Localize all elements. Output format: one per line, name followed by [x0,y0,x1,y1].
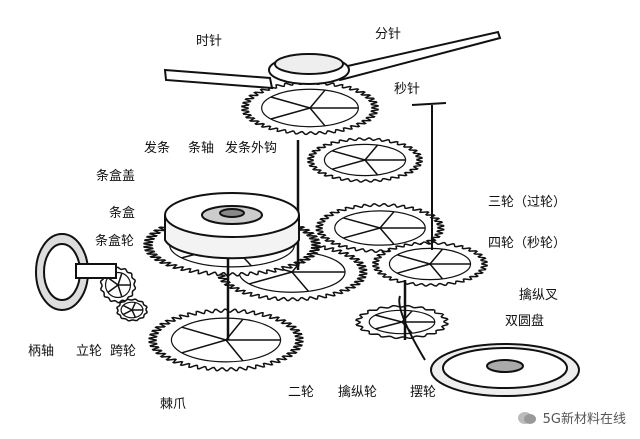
ratchet-wheel-gear [116,298,148,322]
crown-drawing [35,233,117,311]
escape-wheel-gear [355,304,449,340]
arbors [226,140,407,340]
label-mainspring: 发条 [144,141,171,156]
label-fourth-wheel: 四轮（秒轮） [488,236,567,251]
label-escape-fork: 擒纵叉 [519,288,559,303]
label-arbor: 条轴 [188,141,215,156]
label-click: 棘爪 [160,397,187,412]
label-balance-wheel: 摆轮 [410,385,437,400]
balance-drawing [398,295,580,397]
minute-wheel-gear [241,80,379,136]
fourth-wheel-gear [372,241,488,287]
label-mainspring-hook: 发条外钩 [225,141,278,156]
label-crown-wheel: 立轮 [76,344,103,359]
label-double-roller: 双圆盘 [505,314,545,329]
click-wheel-gear [148,308,304,372]
label-barrel-cover: 条盒盖 [96,169,136,184]
label-escape-wheel: 擒纵轮 [338,385,378,400]
watermark-text: 5G新材料在线 [542,412,626,427]
label-barrel: 条盒 [109,206,136,221]
label-center-wheel: 二轮 [288,385,315,400]
label-hour-hand: 时针 [196,34,223,49]
hour-wheel-gear [307,137,423,183]
third-wheel-gear [315,203,445,253]
wechat-icon [517,411,536,424]
watermark: 5G新材料在线 [517,408,626,427]
label-ratchet-wheel: 跨轮 [110,344,137,359]
label-winding-stem: 柄轴 [28,344,55,359]
label-third-wheel: 三轮（过轮） [488,195,567,210]
label-barrel-wheel: 条盒轮 [95,234,135,249]
barrel-drum [164,192,300,260]
label-minute-hand: 分针 [375,27,402,42]
label-second-hand: 秒针 [394,82,421,97]
hands-drawing [163,30,502,250]
